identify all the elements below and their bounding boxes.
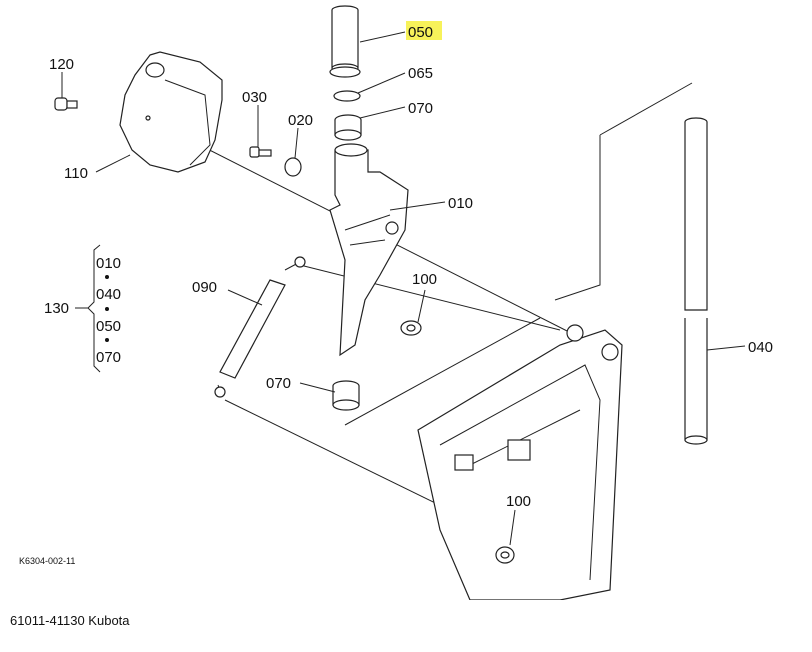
label-070-top[interactable]: 070 [408, 100, 433, 117]
highlight-050 [406, 21, 442, 40]
part-070-bushing-bottom [332, 380, 360, 411]
label-050[interactable]: 050 [408, 24, 433, 41]
part-100-nut-a [400, 320, 422, 336]
label-030[interactable]: 030 [242, 89, 267, 106]
part-020-washer [284, 157, 302, 177]
label-040[interactable]: 040 [748, 339, 773, 356]
leader-lines [61, 31, 746, 546]
part-010-bracket [329, 143, 409, 357]
label-010[interactable]: 010 [448, 195, 473, 212]
label-020[interactable]: 020 [288, 112, 313, 129]
label-070-bottom[interactable]: 070 [266, 375, 291, 392]
part-090-strut [214, 256, 306, 398]
part-lower-frame [417, 324, 623, 600]
label-090[interactable]: 090 [192, 279, 217, 296]
part-070-bushing-top [334, 114, 362, 141]
label-065[interactable]: 065 [408, 65, 433, 82]
part-110-cover [119, 51, 223, 173]
part-caption: 61011-41130 Kubota [10, 613, 130, 628]
part-120-bolt [54, 97, 78, 111]
group-130-item: 070 [96, 349, 121, 366]
label-100-top[interactable]: 100 [412, 271, 437, 288]
group-130-item: 050 [96, 318, 121, 335]
group-130-item: 010 [96, 255, 121, 272]
group-130-item: 040 [96, 286, 121, 303]
parts-diagram: 050 065 070 120 030 020 110 010 090 100 … [19, 5, 773, 600]
part-030-bolt [249, 146, 272, 158]
part-040-shaft [684, 117, 708, 445]
label-110[interactable]: 110 [64, 165, 88, 182]
part-065-washer [333, 90, 361, 102]
part-050-sleeve [329, 5, 361, 78]
label-130[interactable]: 130 [44, 300, 69, 317]
part-100-nut-b [495, 546, 515, 564]
label-120[interactable]: 120 [49, 56, 74, 73]
label-100-bottom[interactable]: 100 [506, 493, 531, 510]
drawing-reference: K6304-002-11 [19, 556, 75, 566]
